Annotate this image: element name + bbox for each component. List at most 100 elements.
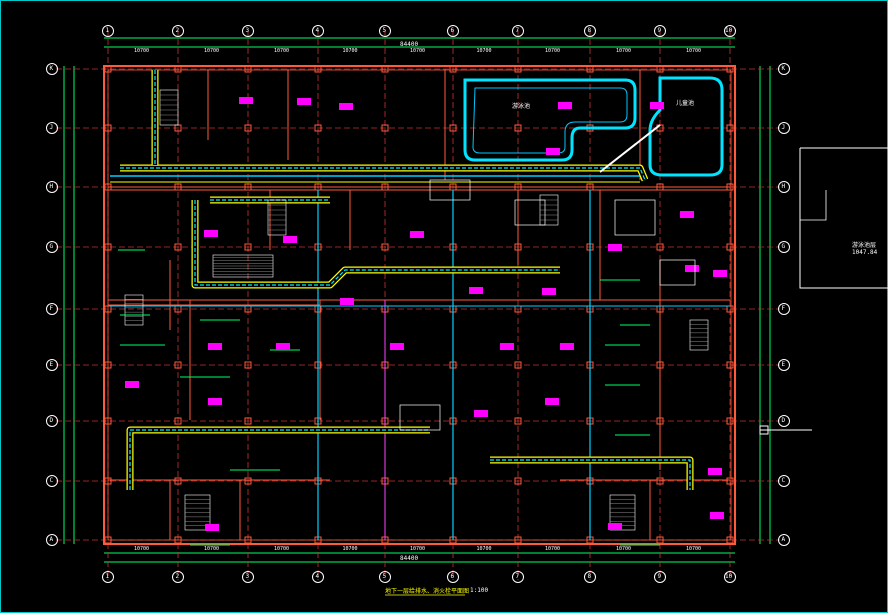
room-tag <box>283 236 297 243</box>
row-axis-label-right: D <box>781 417 786 424</box>
structural-column <box>381 65 389 73</box>
equipment-box <box>429 179 471 201</box>
structural-column <box>314 124 322 132</box>
dimension-label-top: 10700 <box>545 48 561 54</box>
stair-upper <box>267 199 287 236</box>
row-axis-label-left-circle <box>46 181 58 193</box>
dimension-label-bottom: 10700 <box>545 546 561 552</box>
dimension-label-bottom: 10700 <box>410 546 426 552</box>
row-axis-label-right: K <box>781 65 786 72</box>
dimension-label-top: 10700 <box>204 48 220 54</box>
structural-column <box>381 243 389 251</box>
structural-column <box>514 536 522 544</box>
structural-column <box>514 417 522 425</box>
room-tag <box>500 343 514 350</box>
structural-column <box>104 243 112 251</box>
side-building-outline <box>799 147 888 289</box>
column-axis-label-bottom: 3 <box>245 573 250 580</box>
room-tag <box>608 523 622 530</box>
row-axis-label-left-circle <box>46 415 58 427</box>
room-tag <box>125 381 139 388</box>
structural-column <box>656 477 664 485</box>
row-axis-label-right: F <box>781 305 786 312</box>
row-axis-label-left-circle <box>46 359 58 371</box>
row-axis-label-right-circle <box>778 303 790 315</box>
structural-column <box>104 477 112 485</box>
structural-column <box>104 65 112 73</box>
row-axis-label-right-circle <box>778 359 790 371</box>
structural-column <box>656 243 664 251</box>
room-tag <box>276 343 290 350</box>
row-axis-label-left: J <box>49 124 54 131</box>
row-axis-label-right: H <box>781 183 786 190</box>
row-axis-label-right-circle <box>778 122 790 134</box>
room-tag <box>650 102 664 109</box>
column-axis-label-top-circle <box>379 25 391 37</box>
room-tag <box>410 231 424 238</box>
dimension-label-top: 10700 <box>274 48 290 54</box>
structural-column <box>449 65 457 73</box>
room-tag <box>469 287 483 294</box>
column-axis-label-bottom-circle <box>379 571 391 583</box>
structural-column <box>726 65 734 73</box>
structural-column <box>104 536 112 544</box>
column-axis-label-bottom: 6 <box>450 573 455 580</box>
column-axis-label-bottom: 9 <box>657 573 662 580</box>
column-axis-label-bottom: 1 <box>105 573 110 580</box>
structural-column <box>726 243 734 251</box>
dimension-total-bottom: 84400 <box>400 555 419 562</box>
row-axis-label-right-circle <box>778 415 790 427</box>
structural-column <box>656 65 664 73</box>
structural-column <box>514 477 522 485</box>
structural-column <box>244 417 252 425</box>
equipment-box <box>659 259 696 286</box>
column-axis-label-bottom: 4 <box>315 573 320 580</box>
row-axis-label-left-circle <box>46 63 58 75</box>
row-axis-label-right: C <box>781 477 786 484</box>
structural-column <box>726 477 734 485</box>
column-axis-label-top: 8 <box>587 27 592 34</box>
room-tag <box>608 244 622 251</box>
row-axis-label-right-circle <box>778 475 790 487</box>
drawing-scale: 1:100 <box>470 587 489 594</box>
structural-column <box>174 417 182 425</box>
row-axis-label-left: H <box>49 183 54 190</box>
column-axis-label-bottom-circle <box>102 571 114 583</box>
column-axis-label-top-circle <box>724 25 736 37</box>
structural-column <box>244 361 252 369</box>
structural-column <box>244 243 252 251</box>
column-axis-label-top: 10 <box>725 27 733 34</box>
dimension-label-top: 10700 <box>410 48 426 54</box>
column-axis-label-bottom: 7 <box>515 573 520 580</box>
row-axis-label-right-circle <box>778 534 790 546</box>
column-axis-label-bottom-circle <box>584 571 596 583</box>
structural-column <box>726 536 734 544</box>
dimension-label-top: 10700 <box>686 48 702 54</box>
row-axis-label-left: D <box>49 417 54 424</box>
row-axis-label-right-circle <box>778 63 790 75</box>
structural-column <box>726 124 734 132</box>
room-tag <box>205 524 219 531</box>
column-axis-label-bottom-circle <box>512 571 524 583</box>
structural-column <box>244 65 252 73</box>
structural-column <box>174 536 182 544</box>
stair-right <box>689 319 709 351</box>
room-tag <box>713 270 727 277</box>
room-tag <box>208 398 222 405</box>
room-tag <box>204 230 218 237</box>
column-axis-label-bottom-circle <box>312 571 324 583</box>
column-axis-label-top-circle <box>242 25 254 37</box>
room-tag <box>297 98 311 105</box>
row-axis-label-left-circle <box>46 475 58 487</box>
room-tag <box>239 97 253 104</box>
room-tag <box>710 512 724 519</box>
column-axis-label-bottom-circle <box>654 571 666 583</box>
row-axis-label-left: A <box>49 536 54 543</box>
room-tag <box>680 211 694 218</box>
side-building-notch <box>800 190 827 221</box>
pool-label: 游泳池 <box>512 103 531 110</box>
room-tag <box>685 265 699 272</box>
column-axis-label-bottom-circle <box>724 571 736 583</box>
column-axis-label-top-circle <box>512 25 524 37</box>
dimension-label-bottom: 10700 <box>616 546 632 552</box>
